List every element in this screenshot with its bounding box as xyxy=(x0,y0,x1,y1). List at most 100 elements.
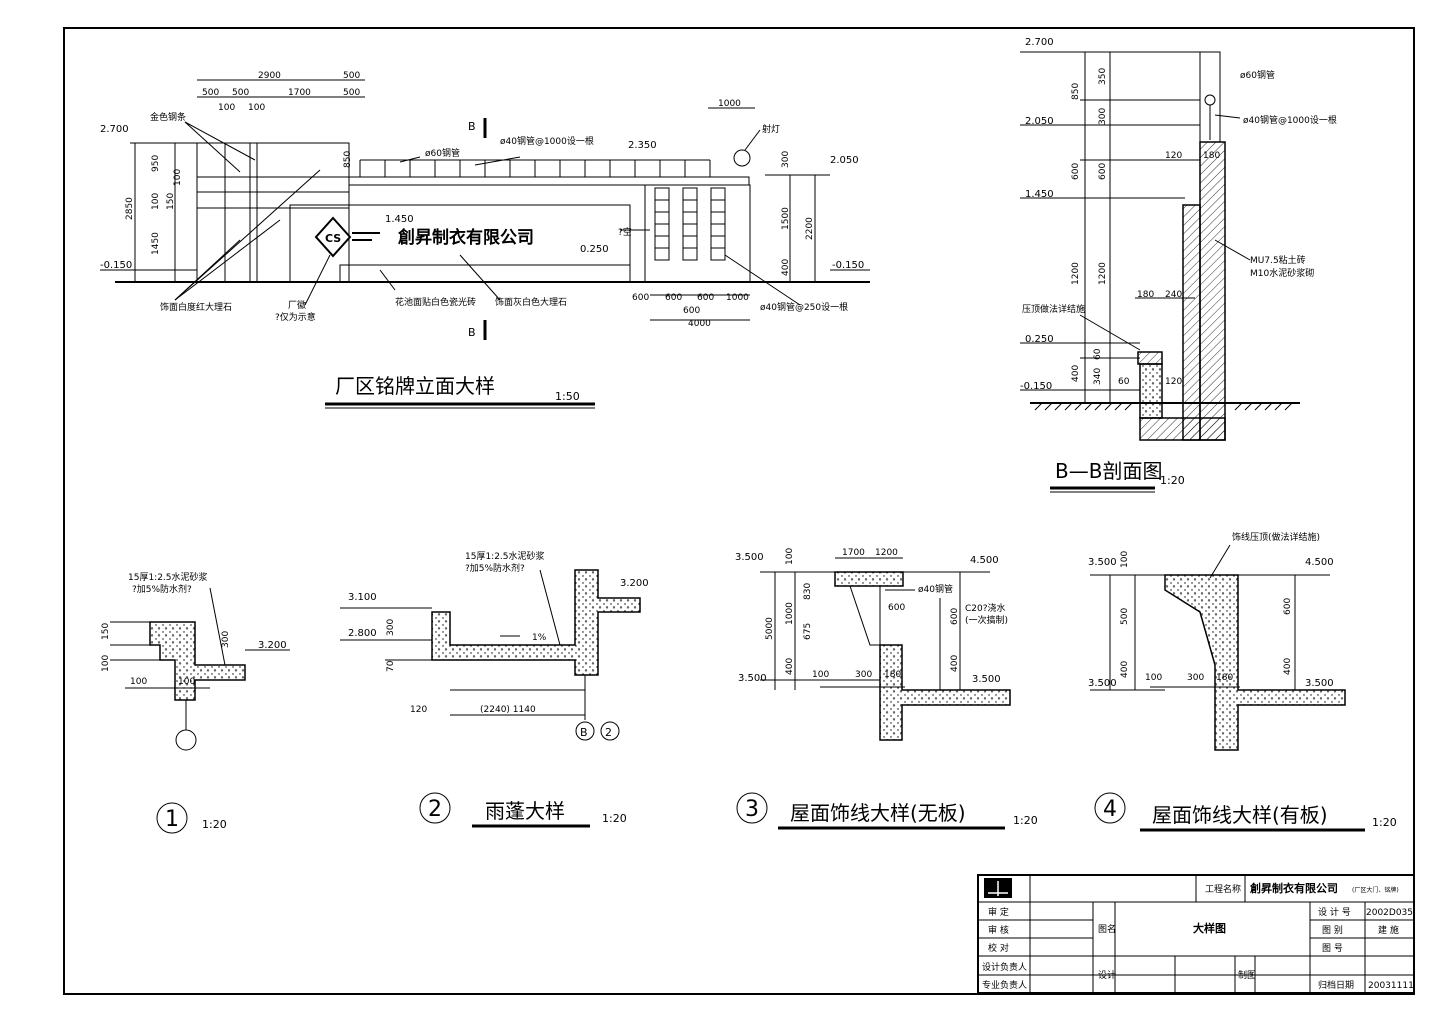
note-pipe-40: ø40钢管@1000设一根 xyxy=(500,135,594,147)
d2-dim-span: (2240) 1140 xyxy=(480,705,536,715)
bb-dim-600b: 600 xyxy=(1098,163,1108,180)
d3-num-circle xyxy=(736,792,768,824)
d3-dim-830: 830 xyxy=(803,583,813,600)
bb-level-2700: 2.700 xyxy=(1025,37,1054,48)
section-mark-bottom: B xyxy=(468,326,476,339)
d3-dim-300: 300 xyxy=(855,670,872,680)
d4-note: 饰线压顶(做法详结施) xyxy=(1232,531,1320,543)
d1-level: 3.200 xyxy=(258,640,287,651)
d4-num-circle xyxy=(1094,792,1126,824)
d2-dim-120: 120 xyxy=(410,705,427,715)
bb-note-coping: 压顶做法详结施 xyxy=(1022,303,1085,315)
level-1450: 1.450 xyxy=(385,214,414,225)
tb-right-value-0: 2002D035 xyxy=(1366,908,1413,918)
d2-level-3100: 3.100 xyxy=(348,592,377,603)
dim-left-2850: 2850 xyxy=(125,197,135,220)
note-hollow: ?空 xyxy=(618,226,632,238)
d3-level-3500b: 3.500 xyxy=(738,673,767,684)
d3-dim-100: 100 xyxy=(785,548,795,565)
bb-dim-1200b: 1200 xyxy=(1098,262,1108,285)
d1-num-circle xyxy=(156,802,188,834)
bb-note-mortar: M10水泥砂浆砌 xyxy=(1250,267,1314,279)
bb-dim-850: 850 xyxy=(1071,83,1081,100)
d1-dim-150: 150 xyxy=(101,623,111,640)
bb-note-pipe40: ø40钢管@1000设一根 xyxy=(1243,114,1337,126)
d3-dim-400a: 400 xyxy=(785,658,795,675)
d3-dim-675: 675 xyxy=(803,623,813,640)
bb-level-m0150: -0.150 xyxy=(1020,381,1052,392)
tb-project: 創昇制衣有限公司 xyxy=(1249,881,1338,895)
bb-dim-400: 400 xyxy=(1071,365,1081,382)
tb-right-value-3: 20031111 xyxy=(1368,981,1414,991)
tb-right-label-1: 图 别 xyxy=(1322,925,1343,936)
dim-bot-600b: 600 xyxy=(665,293,682,303)
elevation-drawing: CS 創昇制衣有限公司 xyxy=(100,71,870,409)
note-emblem: 厂徽 xyxy=(288,299,306,311)
d4-level-3500a: 3.500 xyxy=(1088,557,1117,568)
tb-row-1: 审 核 xyxy=(988,924,1009,936)
tb-project-label: 工程名称 xyxy=(1205,883,1241,895)
bb-dim-1200a: 1200 xyxy=(1071,262,1081,285)
tb-draw-label: 制图 xyxy=(1238,969,1256,981)
note-emblem-sub: ?仅为示意 xyxy=(275,311,316,323)
d2-dim-300: 300 xyxy=(386,619,396,636)
d2-scale: 1:20 xyxy=(602,812,627,825)
section-mark-top: B xyxy=(468,120,476,133)
d2-note-b: ?加5%防水剂? xyxy=(465,562,525,574)
level-2700: 2.700 xyxy=(100,124,129,135)
dim-500c: 500 xyxy=(232,88,249,98)
bb-dim-240: 240 xyxy=(1165,290,1182,300)
tb-right-label-3: 归档日期 xyxy=(1318,979,1354,991)
tb-row-4: 专业负责人 xyxy=(982,979,1027,991)
d2-num-circle xyxy=(419,792,451,824)
tb-drawing-name: 大样图 xyxy=(1193,921,1226,935)
bb-dim-120b: 120 xyxy=(1165,377,1182,387)
d2-axis: B xyxy=(580,726,588,739)
d2-num: 2 xyxy=(428,797,442,822)
note-gold-bar: 金色钢条 xyxy=(150,111,186,123)
bb-dim-300: 300 xyxy=(1098,108,1108,125)
d4-dim-600: 600 xyxy=(1283,598,1293,615)
note-pipe-60: ø60钢管 xyxy=(425,147,460,159)
dim-right-400: 400 xyxy=(781,259,791,276)
bb-dim-120: 120 xyxy=(1165,151,1182,161)
bb-dim-600a: 600 xyxy=(1071,163,1081,180)
d2-axis2: 2 xyxy=(605,726,612,739)
dim-right-1500: 1500 xyxy=(781,207,791,230)
bb-note-brick: MU7.5粘土砖 xyxy=(1250,254,1306,266)
d3-dim-100b: 100 xyxy=(812,670,829,680)
d4-title: 屋面饰线大样(有板) xyxy=(1152,803,1328,827)
dim-left-1450: 1450 xyxy=(151,232,161,255)
d2-title: 雨蓬大样 xyxy=(485,799,565,823)
dim-500a: 500 xyxy=(343,71,360,81)
bb-title: B—B剖面图 xyxy=(1055,459,1162,483)
company-sign-text: 創昇制衣有限公司 xyxy=(397,227,534,248)
bb-level-0250: 0.250 xyxy=(1025,334,1054,345)
tb-design-label: 设计 xyxy=(1098,969,1116,981)
tb-row-3: 设计负责人 xyxy=(982,961,1027,973)
d4-dim-500: 500 xyxy=(1120,608,1130,625)
bb-dim-60a: 60 xyxy=(1093,348,1103,360)
d3-dim-1200: 1200 xyxy=(875,548,898,558)
d4-dim-400b: 400 xyxy=(1283,658,1293,675)
d2-level-3200: 3.200 xyxy=(620,578,649,589)
d1-scale: 1:20 xyxy=(202,818,227,831)
dim-bot-4000: 4000 xyxy=(688,319,711,329)
dim-500b: 500 xyxy=(202,88,219,98)
d3-dim-180: 180 xyxy=(884,670,901,680)
d4-dim-400: 400 xyxy=(1120,661,1130,678)
note-marble-grey: 饰面灰白色大理石 xyxy=(495,296,567,308)
dim-left-150: 150 xyxy=(166,193,176,210)
detail-2-drawing: 15厚1:2.5水泥砂浆 ?加5%防水剂? 3.100 2.800 3.200 … xyxy=(340,550,649,828)
d1-note-a: 15厚1:2.5水泥砂浆 xyxy=(128,571,208,583)
d3-scale: 1:20 xyxy=(1013,814,1038,827)
bb-level-2050: 2.050 xyxy=(1025,116,1054,127)
dim-left-950: 950 xyxy=(151,155,161,172)
section-bb-drawing: 2.700 2.050 1.450 0.250 -0.150 850 350 3… xyxy=(1020,37,1337,493)
d4-dim-180: 180 xyxy=(1216,673,1233,683)
tb-row-0: 审 定 xyxy=(988,906,1009,918)
note-marble-red: 饰面白度红大理石 xyxy=(160,301,232,313)
d3-dim-400b: 400 xyxy=(950,655,960,672)
logo-diamond xyxy=(314,216,352,258)
level-0250: 0.250 xyxy=(580,244,609,255)
